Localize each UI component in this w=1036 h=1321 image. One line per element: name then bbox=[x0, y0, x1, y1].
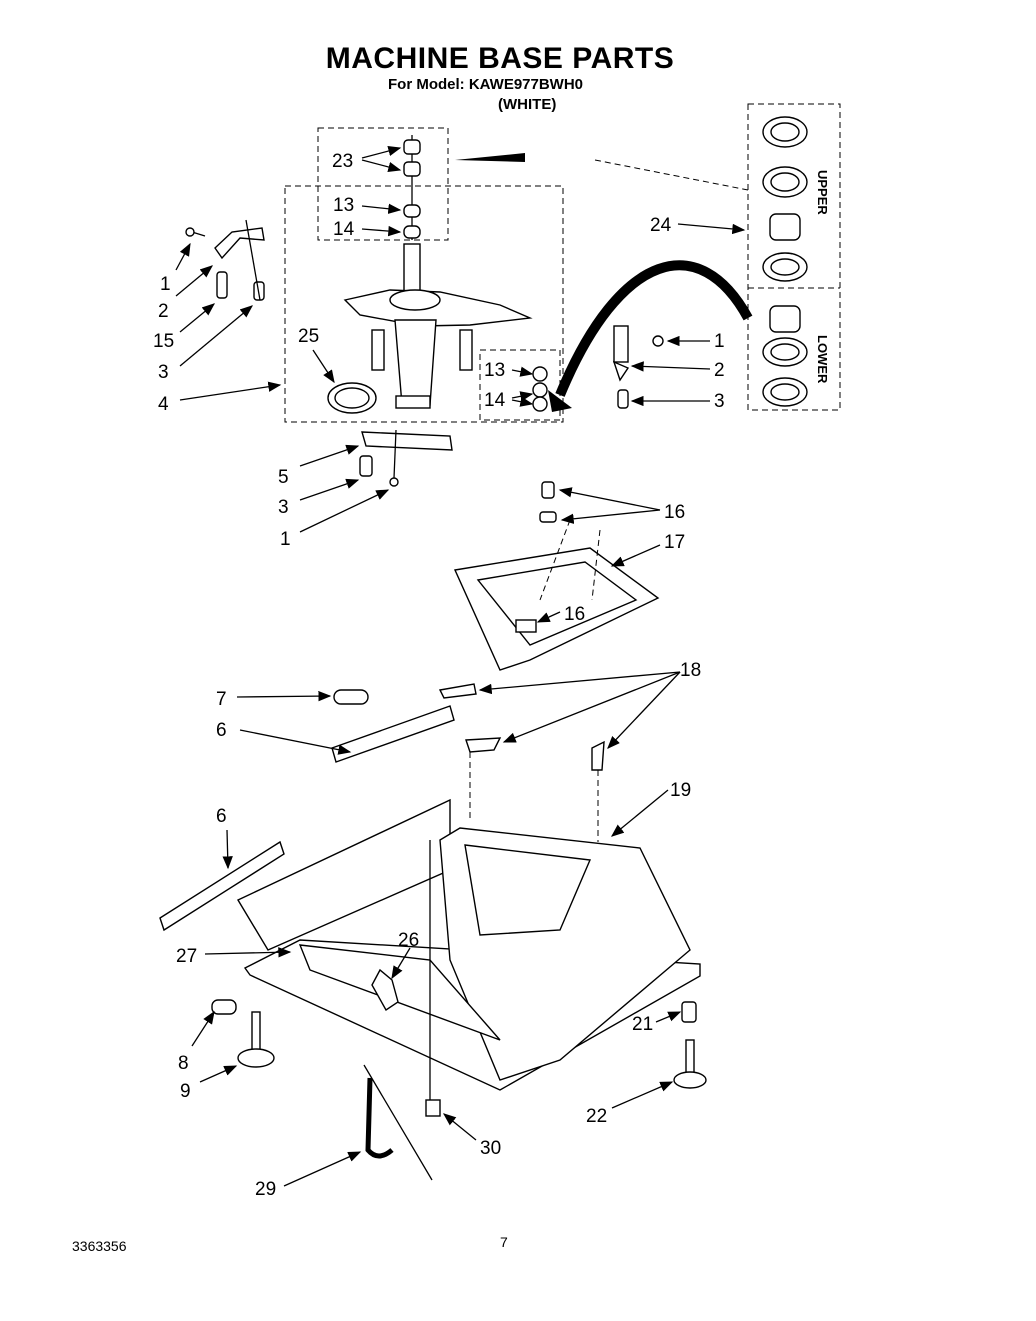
leader-lines bbox=[175, 145, 746, 1187]
callout-3-left: 3 bbox=[158, 362, 169, 383]
gearcase-clip-parts bbox=[359, 429, 453, 487]
upper-label: UPPER bbox=[815, 170, 830, 215]
callout-4: 4 bbox=[158, 394, 169, 415]
callout-16-top: 16 bbox=[664, 502, 685, 523]
callout-1-clip: 1 bbox=[280, 529, 291, 550]
callout-13-lower: 13 bbox=[484, 360, 505, 381]
lower-hub-parts bbox=[532, 366, 548, 412]
callout-1-left: 1 bbox=[160, 274, 171, 295]
callout-6-lower: 6 bbox=[216, 806, 227, 827]
callout-9: 9 bbox=[180, 1081, 191, 1102]
callout-14-upper: 14 bbox=[333, 219, 355, 240]
callout-23: 23 bbox=[332, 151, 353, 172]
callout-16-frame: 16 bbox=[564, 604, 585, 625]
callout-21: 21 bbox=[632, 1014, 653, 1035]
callout-7: 7 bbox=[216, 689, 227, 710]
callout-22: 22 bbox=[586, 1106, 607, 1127]
machine-base bbox=[237, 798, 701, 1100]
lower-label: LOWER bbox=[815, 335, 830, 384]
document-number: 3363356 bbox=[72, 1238, 127, 1254]
callout-8: 8 bbox=[178, 1053, 189, 1074]
curved-arrow-head-icon bbox=[548, 390, 572, 412]
callout-24: 24 bbox=[650, 215, 672, 236]
page-number: 7 bbox=[500, 1234, 508, 1250]
brace-lower bbox=[159, 840, 285, 932]
callout-2-left: 2 bbox=[158, 301, 169, 322]
hook-part bbox=[365, 1077, 394, 1159]
frame-clips bbox=[539, 481, 557, 523]
callout-1-right: 1 bbox=[714, 331, 725, 352]
callout-2-right: 2 bbox=[714, 360, 725, 381]
callout-3-right: 3 bbox=[714, 391, 725, 412]
model-number: For Model: KAWE977BWH0 bbox=[388, 76, 584, 93]
model-color: (WHITE) bbox=[498, 96, 557, 113]
clip-18b bbox=[465, 737, 502, 753]
callout-27: 27 bbox=[176, 946, 197, 967]
transmission-assembly bbox=[343, 243, 533, 409]
transmission-box bbox=[284, 185, 564, 423]
suspension-frame bbox=[453, 519, 660, 671]
clip-30 bbox=[425, 1099, 441, 1117]
page-title: MACHINE BASE PARTS bbox=[325, 42, 675, 75]
callout-18: 18 bbox=[680, 660, 701, 681]
callout-26: 26 bbox=[398, 930, 419, 951]
left-bracket-parts bbox=[185, 219, 265, 301]
callout-3-clip: 3 bbox=[278, 497, 289, 518]
callout-6-upper: 6 bbox=[216, 720, 227, 741]
pointer-arrow-icon bbox=[455, 153, 525, 162]
clip-18a bbox=[438, 683, 477, 699]
callout-25: 25 bbox=[298, 326, 319, 347]
callout-29: 29 bbox=[255, 1179, 276, 1200]
callout-15: 15 bbox=[153, 331, 174, 352]
callout-30: 30 bbox=[480, 1138, 501, 1159]
right-bracket-parts bbox=[612, 325, 664, 409]
clip-18c bbox=[591, 740, 605, 771]
leveling-leg-right bbox=[673, 1001, 707, 1089]
hub-parts-box bbox=[317, 127, 449, 241]
upper-bearing-set bbox=[762, 116, 808, 282]
curved-arrow-icon bbox=[555, 260, 753, 397]
callout-13-upper: 13 bbox=[333, 195, 354, 216]
callout-19: 19 bbox=[670, 780, 691, 801]
hub-parts bbox=[403, 135, 421, 240]
leader-dashed bbox=[594, 159, 749, 191]
bearing-kit-panel bbox=[747, 103, 841, 411]
brace-upper bbox=[331, 705, 455, 763]
callout-5: 5 bbox=[278, 467, 289, 488]
callout-14-lower: 14 bbox=[484, 390, 506, 411]
leveling-leg-left bbox=[211, 999, 275, 1068]
callout-17: 17 bbox=[664, 532, 685, 553]
spring-part bbox=[333, 689, 369, 705]
lower-bearing-set bbox=[762, 305, 808, 407]
harness-clip bbox=[371, 968, 399, 1012]
